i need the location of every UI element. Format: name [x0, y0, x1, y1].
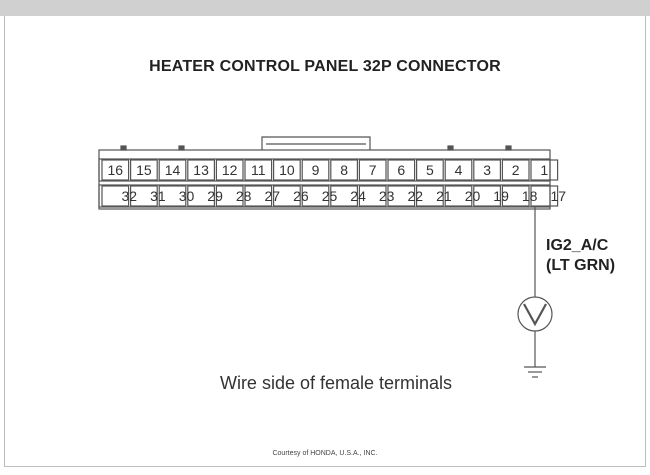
pin-label: 14 — [164, 162, 181, 178]
connector-bottom-row-frame — [98, 184, 551, 208]
pin-cell — [358, 159, 387, 181]
pin-cell — [158, 159, 187, 181]
pin-cell — [158, 185, 187, 207]
connector-latch — [261, 136, 371, 150]
pin-cell — [530, 185, 559, 207]
pin-cell — [473, 159, 501, 181]
pin-label: 6 — [397, 162, 406, 178]
pin-label: 8 — [340, 162, 348, 178]
pin-label: 2 — [511, 162, 520, 178]
wire-name: IG2_A/C — [546, 237, 609, 254]
pin-label: 24 — [350, 188, 366, 204]
pin-label: 22 — [407, 188, 424, 204]
pin-cell — [215, 159, 244, 181]
credit: Courtesy of HONDA, U.S.A., INC. — [272, 450, 378, 457]
pin-cell — [273, 159, 301, 181]
pin-cell — [416, 159, 444, 181]
pin-label: 3 — [483, 162, 491, 178]
pin-cell — [301, 159, 330, 181]
connector-notch — [505, 145, 512, 151]
figure-frame — [4, 16, 646, 467]
pin-label: 9 — [311, 162, 320, 178]
pin-cell — [244, 185, 273, 207]
pin-label: 19 — [493, 188, 509, 204]
pin-label: 21 — [436, 188, 452, 204]
pin-label: 20 — [464, 188, 481, 204]
pin-cell — [444, 185, 473, 207]
connector-top-row-frame — [98, 158, 551, 182]
pin-label: 26 — [293, 188, 309, 204]
diagram-title: HEATER CONTROL PANEL 32P CONNECTOR — [149, 58, 501, 75]
pin-cell — [358, 185, 387, 207]
v-glyph — [523, 303, 547, 327]
pin-label: 23 — [378, 188, 395, 204]
pin-label: 15 — [136, 162, 152, 178]
pin-label: 11 — [251, 162, 266, 178]
wire-color: (LT GRN) — [546, 257, 616, 274]
pin-cell — [130, 185, 158, 207]
pin-cell — [101, 185, 130, 207]
top-bar — [0, 0, 650, 16]
pin-cell — [215, 185, 244, 207]
pin-cell — [330, 159, 358, 181]
pin-cell — [387, 185, 416, 207]
pin-label: 16 — [107, 162, 124, 178]
connector-notch — [120, 145, 127, 151]
pin-cell — [101, 159, 130, 181]
pin-cell — [187, 185, 216, 207]
pin-cell — [416, 185, 444, 207]
pin-label: 28 — [235, 188, 252, 204]
pin-label: 5 — [425, 162, 434, 178]
pin-label: 32 — [121, 188, 138, 204]
pin-cell — [444, 159, 473, 181]
pin-label: 13 — [193, 162, 209, 178]
pin-label: 1 — [540, 162, 549, 178]
pin-label: 25 — [321, 188, 338, 204]
pin-cell — [530, 159, 559, 181]
pin-cell — [187, 159, 216, 181]
pin-label: 31 — [150, 188, 166, 204]
pin-cell — [244, 159, 273, 181]
pin-cell — [301, 185, 330, 207]
pin-cell — [330, 185, 358, 207]
pin-label: 10 — [279, 162, 295, 178]
pin-cell — [501, 159, 530, 181]
pin-cell — [387, 159, 416, 181]
pin-cell — [130, 159, 158, 181]
pin-cell — [473, 185, 501, 207]
pin-label: 17 — [550, 188, 567, 204]
pin-label: 27 — [264, 188, 281, 204]
pin-label: 18 — [521, 188, 538, 204]
pin-label: 29 — [207, 188, 223, 204]
pin-label: 4 — [454, 162, 463, 178]
pin-label: 7 — [368, 162, 377, 178]
pin-label: 12 — [221, 162, 238, 178]
connector-notch — [447, 145, 454, 151]
pin-cell — [273, 185, 301, 207]
caption: Wire side of female terminals — [219, 373, 453, 393]
pin-cell — [501, 185, 530, 207]
pin-label: 30 — [178, 188, 195, 204]
connector-notch — [178, 145, 185, 151]
